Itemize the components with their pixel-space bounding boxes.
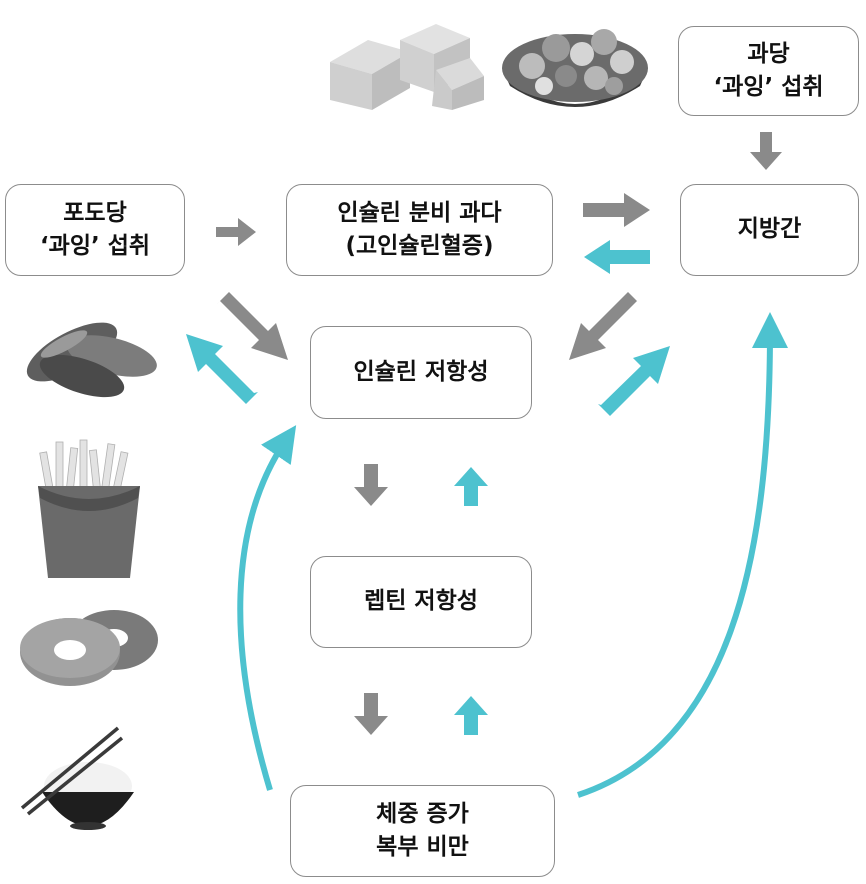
fructose-to-fattyliver-arrow xyxy=(750,132,782,170)
leptin-to-resistance-arrow xyxy=(454,467,488,506)
leptin-resistance-label: 렙틴 저항성 xyxy=(364,588,478,615)
fatty-liver-node: 지방간 xyxy=(680,184,859,276)
glucose-to-insulin-arrow xyxy=(216,218,256,246)
obesity-line2: 복부 비만 xyxy=(376,834,469,860)
insulin-to-fattyliver-arrow xyxy=(583,193,650,227)
glucose-intake-line1: 포도당 xyxy=(63,199,127,226)
leptin-to-obesity-arrow xyxy=(354,693,388,735)
fattyliver-to-resistance-arrow xyxy=(569,292,640,360)
fruit-bowl-image xyxy=(502,29,648,107)
fatty-liver-label: 지방간 xyxy=(737,216,802,243)
resistance-to-fattyliver-arrow xyxy=(598,346,670,416)
insulin-secretion-node: 인슐린 분비 과다 (고인슐린혈증) xyxy=(286,184,553,276)
bagels-image xyxy=(20,610,158,686)
insulin-secretion-line2: (고인슐린혈증) xyxy=(345,233,494,259)
obesity-node: 체중 증가 복부 비만 xyxy=(290,785,555,877)
glucose-intake-node: 포도당 ‘과잉’ 섭취 xyxy=(5,184,185,276)
fructose-intake-line1: 과당 xyxy=(747,40,790,67)
fructose-intake-node: 과당 ‘과잉’ 섭취 xyxy=(678,26,859,116)
obesity-to-leptin-arrow xyxy=(454,696,488,735)
obesity-to-fattyliver-curve xyxy=(577,312,788,798)
insulin-secretion-line1: 인슐린 분비 과다 xyxy=(337,199,502,226)
insulin-resistance-node: 인슐린 저항성 xyxy=(310,326,532,419)
fructose-intake-line2: ‘과잉’ 섭취 xyxy=(713,74,824,100)
glucose-to-resistance-arrow xyxy=(217,292,288,360)
sugar-cubes-image xyxy=(330,24,484,110)
leptin-resistance-node: 렙틴 저항성 xyxy=(310,556,532,648)
insulin-resistance-label: 인슐린 저항성 xyxy=(353,358,489,385)
obesity-line1: 체중 증가 xyxy=(376,800,469,827)
fattyliver-to-insulin-arrow xyxy=(584,240,650,274)
sweet-potatoes-image xyxy=(26,322,157,398)
resistance-to-glucose-arrow xyxy=(186,334,258,404)
resistance-to-leptin-arrow xyxy=(354,464,388,506)
rice-bowl-image xyxy=(20,726,134,830)
obesity-to-resistance-curve xyxy=(237,425,297,791)
french-fries-image xyxy=(38,439,140,578)
glucose-intake-line2: ‘과잉’ 섭취 xyxy=(39,233,151,259)
